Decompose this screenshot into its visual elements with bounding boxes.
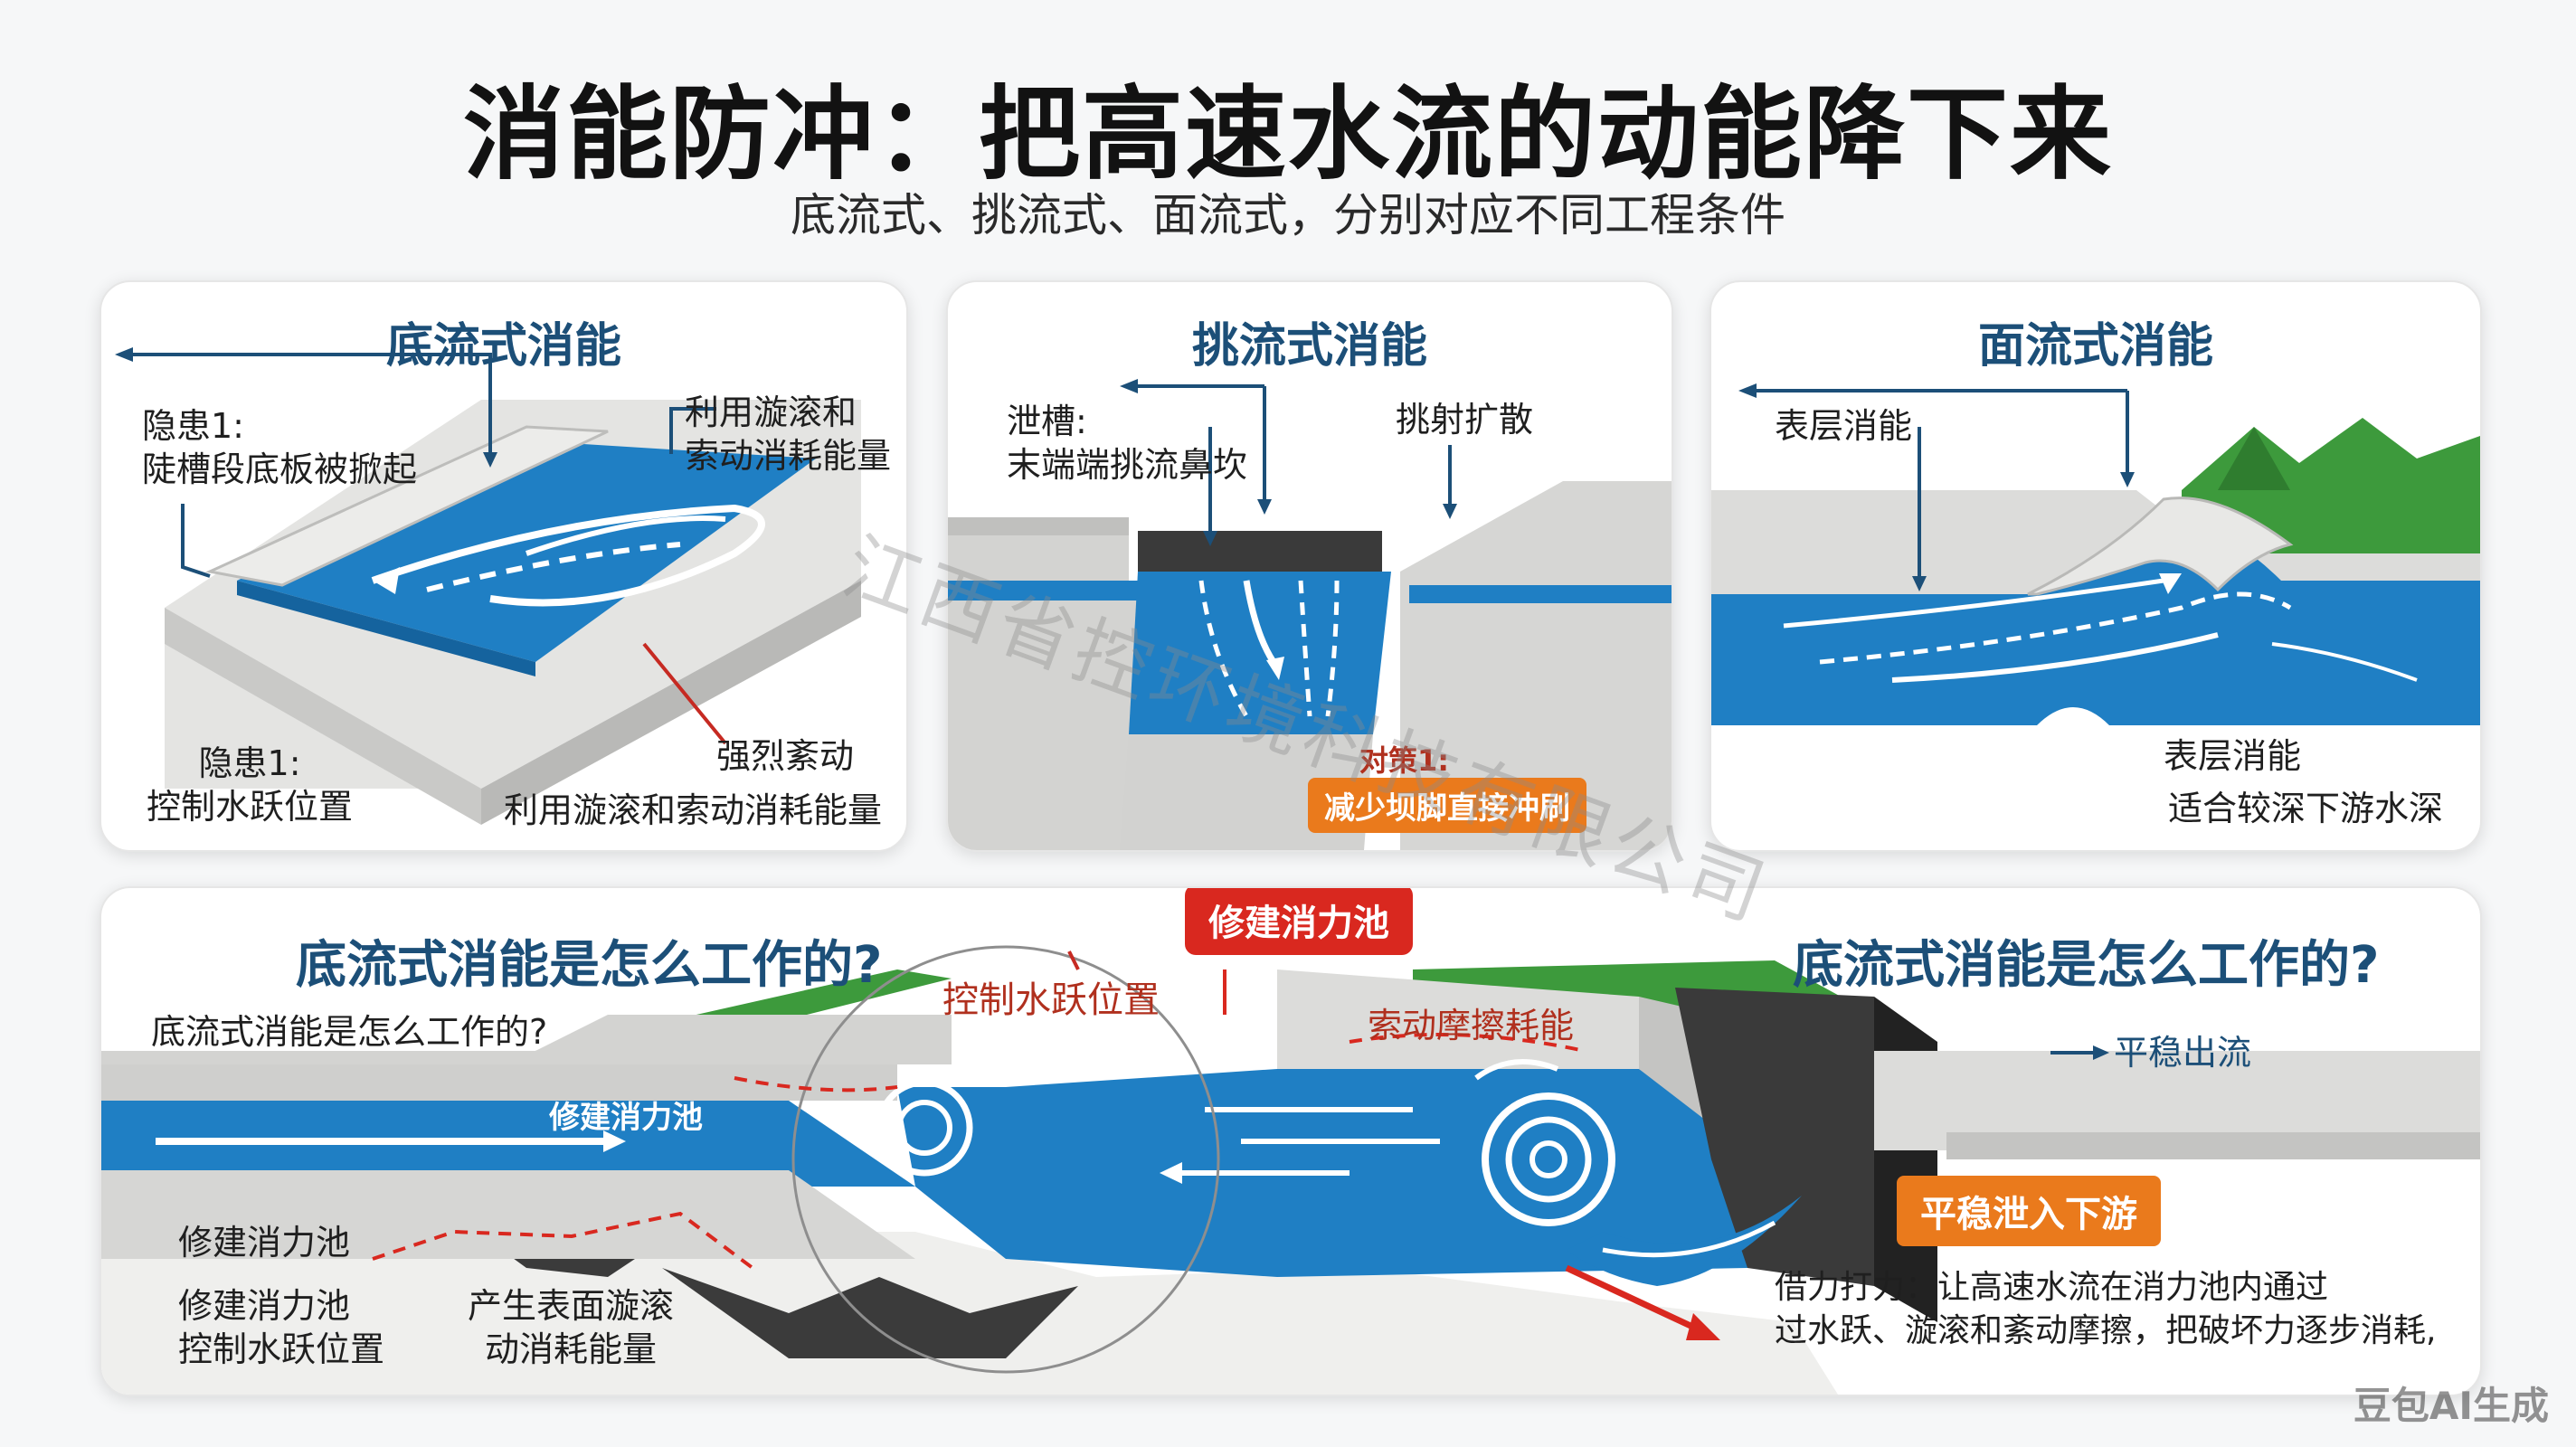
question-small: 底流式消能是怎么工作的? [151, 1012, 548, 1052]
ai-generated-mark: 豆包AI生成 [2353, 1384, 2549, 1428]
label-build-pool-left: 修建消力池 [178, 1223, 351, 1263]
panel-title: 挑流式消能 [1191, 319, 1427, 374]
tag-reduce-scour: 减少坝脚直接冲刷 [1308, 778, 1586, 833]
panel-surface-flow: 面流式消能 表层消能 表层消能 适合较深下游水深 [1709, 280, 2482, 852]
label-friction: 索动摩擦耗能 [1368, 1006, 1575, 1045]
question-left: 底流式消能是怎么工作的? [296, 936, 883, 995]
tag-build-pool: 修建消力池 [1185, 888, 1413, 955]
panel-underflow: 底流式消能 隐患1: 陡槽段底板被掀起 利用漩滚和 索动消耗能量 强烈紊动 隐患… [99, 280, 908, 852]
surface-flow-illustration [1711, 383, 2480, 725]
label-surface-top: 表层消能 [1775, 406, 1913, 446]
label-explanation: 借力打力：让高速水流在消力池内通过 过水跃、漩滚和紊动摩擦，把破坏力逐步消耗, [1775, 1269, 2437, 1349]
panel-title: 底流式消能 [385, 319, 621, 374]
page-title: 消能防冲：把高速水流的动能降下来 [463, 76, 2113, 194]
page-subtitle: 底流式、挑流式、面流式，分别对应不同工程条件 [791, 189, 1785, 241]
label-bottom-right: 利用漩滚和索动消耗能量 [504, 790, 883, 830]
label-flow-build-pool: 修建消力池 [549, 1100, 703, 1136]
label-measure: 对策1: [1359, 743, 1450, 778]
label-control-jump: 控制水跃位置 [942, 979, 1160, 1021]
label-risk-top: 隐患1: 陡槽段底板被掀起 [142, 406, 418, 489]
label-surface-roller: 产生表面漩滚 动消耗能量 [468, 1286, 675, 1369]
label-spread: 挑射扩散 [1396, 400, 1534, 440]
label-strong-turbulence: 强烈紊动 [716, 736, 855, 776]
label-risk-bottom: 隐患1: 控制水跃位置 [147, 743, 354, 827]
label-build-pool-control: 修建消力池 控制水跃位置 [178, 1286, 385, 1369]
panel-ski-jump: 挑流式消能 泄槽: 末端端挑流鼻坎 挑射扩散 对策1: 减少坝脚直接冲刷 [946, 280, 1673, 852]
label-smooth-outflow: 平稳出流 [2114, 1033, 2252, 1073]
ski-jump-illustration [948, 379, 1672, 850]
tag-smooth-discharge: 平稳泄入下游 [1897, 1176, 2161, 1246]
label-surface-bottom: 表层消能 [2164, 736, 2302, 776]
question-right: 底流式消能是怎么工作的? [1793, 936, 2380, 995]
label-top-right: 利用漩滚和 索动消耗能量 [685, 392, 892, 476]
label-deep-tailwater: 适合较深下游水深 [2168, 789, 2444, 828]
panel-title: 面流式消能 [1977, 319, 2213, 374]
panel-how-it-works: 底流式消能是怎么工作的? 底流式消能是怎么工作的? 底流式消能是怎么工作的? 修… [99, 886, 2482, 1396]
label-chute: 泄槽: 末端端挑流鼻坎 [1007, 402, 1248, 485]
underflow-basin-illustration [115, 347, 861, 825]
stilling-basin-cross-section [101, 945, 2480, 1395]
